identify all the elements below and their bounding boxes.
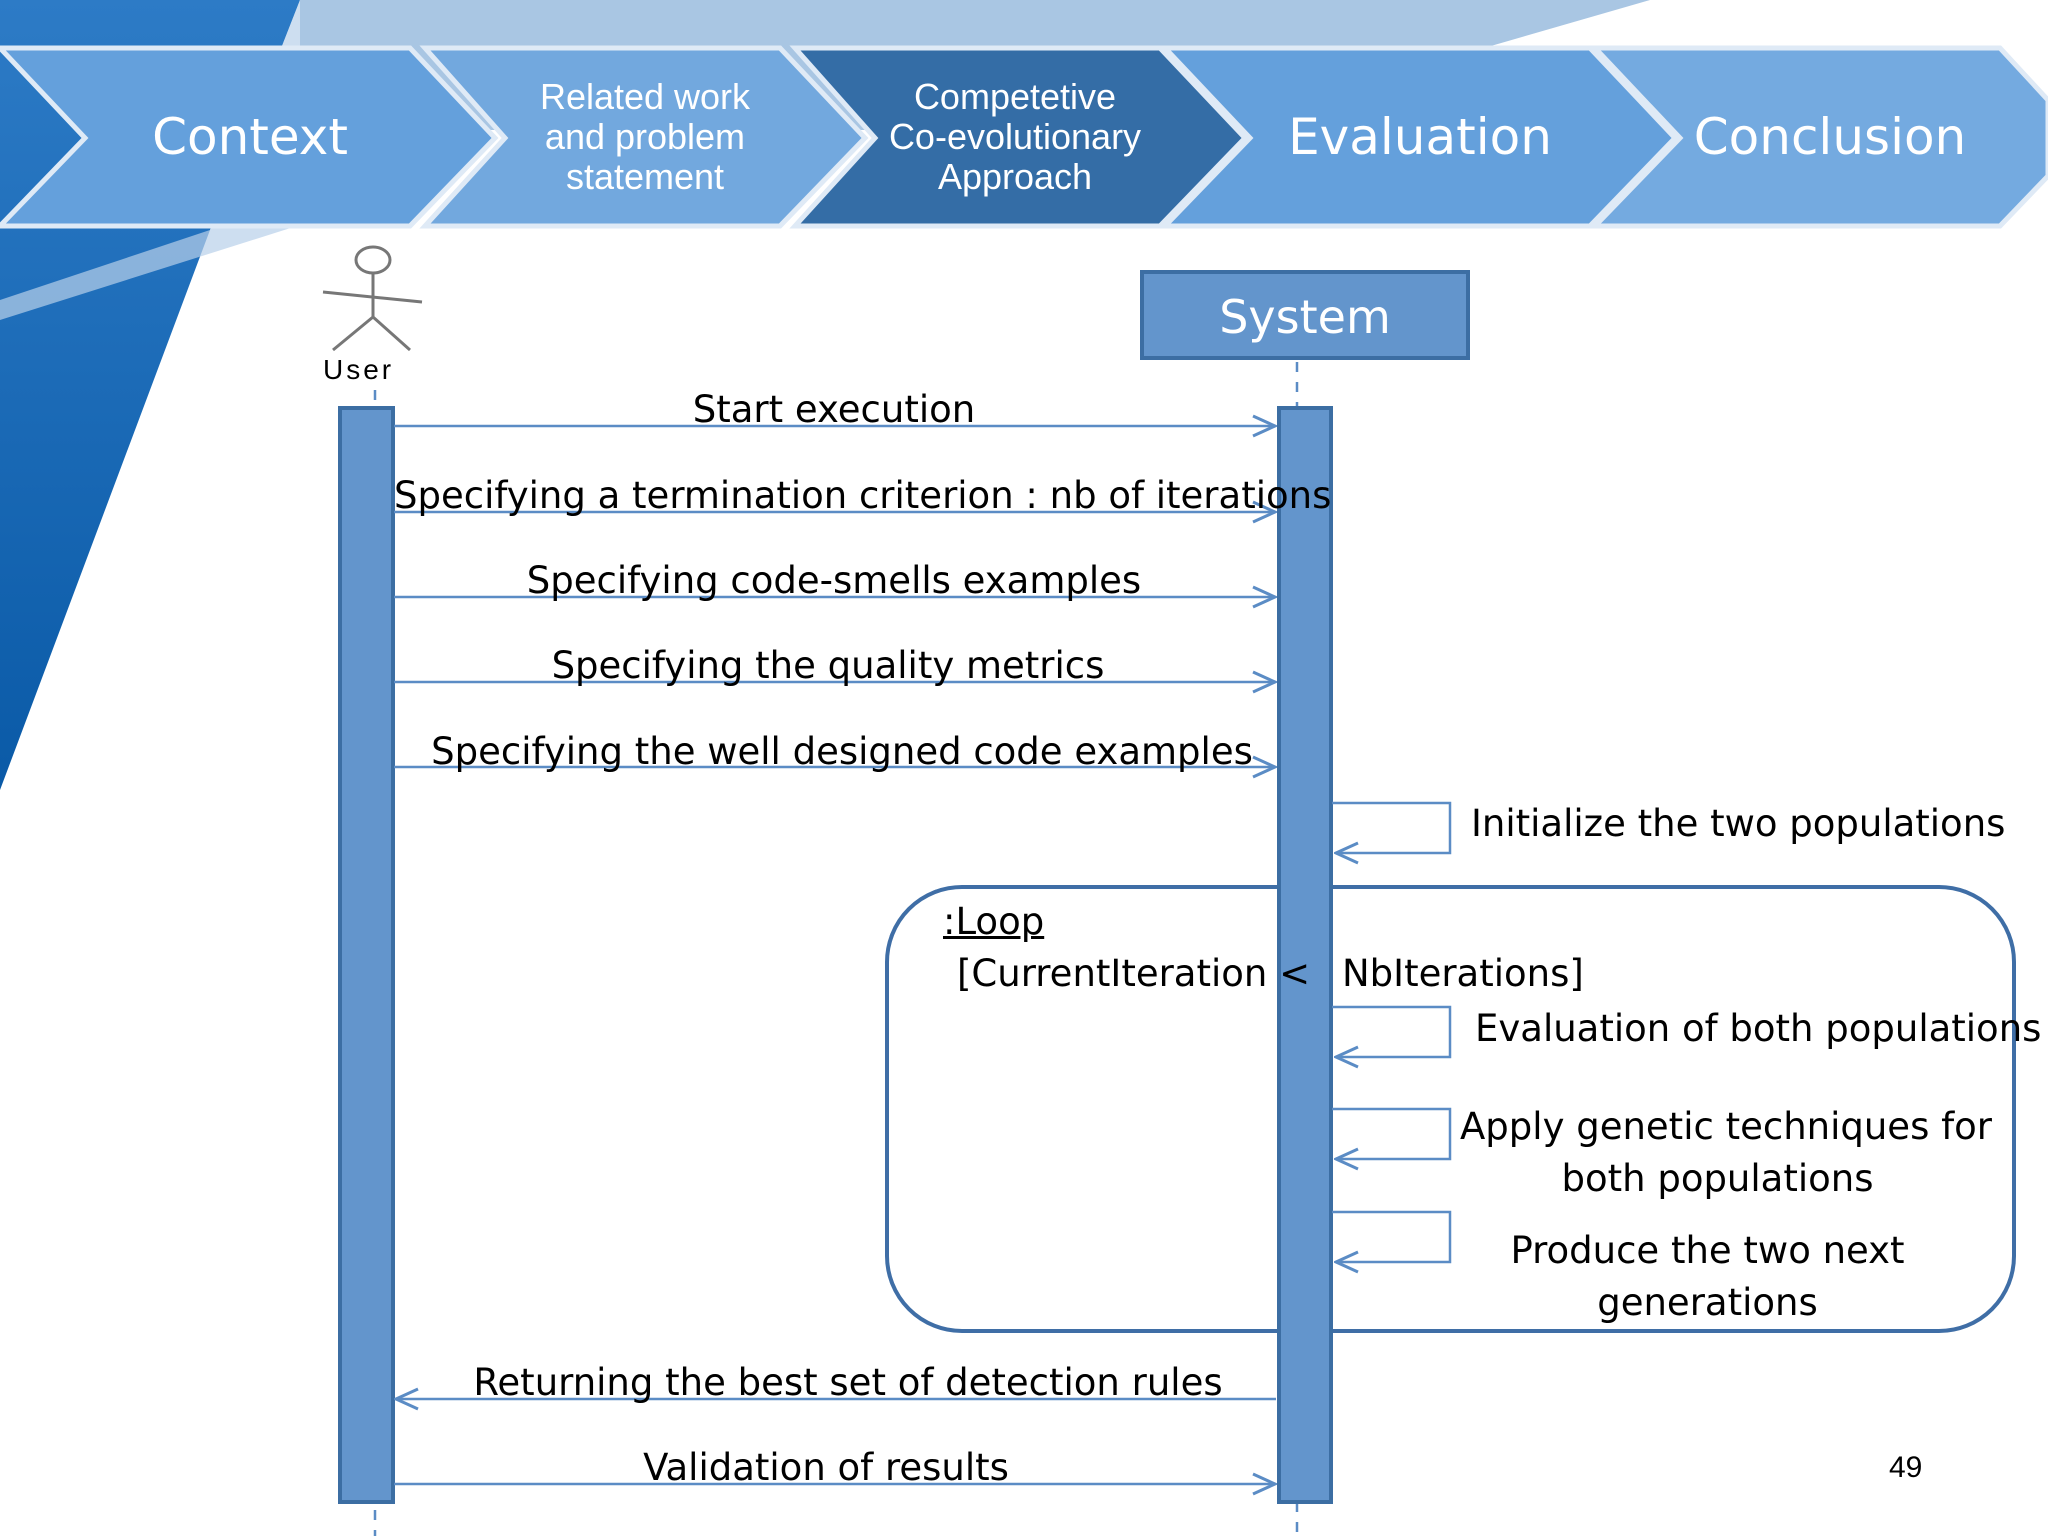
- nav-step-conclusion-label: Conclusion: [1693, 108, 1967, 166]
- message-label-validation: Validation of results: [643, 1446, 1009, 1489]
- nav-steps: [0, 45, 2048, 229]
- message-label-returning: Returning the best set of detection rule…: [473, 1361, 1223, 1404]
- system-box: [1140, 270, 1470, 360]
- self-call-initialize: [1332, 801, 1452, 853]
- message-label-quality-metrics: Specifying the quality metrics: [551, 644, 1105, 687]
- loop-guard-left: [CurrentIteration <: [957, 952, 1311, 995]
- page-number: 49: [1889, 1451, 1923, 1484]
- self-call-label-produce-line1: Produce the two next: [1510, 1229, 1905, 1272]
- self-call-evaluation: [1332, 1005, 1452, 1057]
- nav-step-context[interactable]: [0, 45, 499, 229]
- message-label-code-smells: Specifying code-smells examples: [526, 559, 1142, 602]
- self-call-label-produce-line2: generations: [1597, 1281, 1818, 1324]
- self-call-label-genetic-line2: both populations: [1561, 1157, 1874, 1200]
- message-label-termination: Specifying a termination criterion : nb …: [394, 474, 1332, 517]
- self-call-label-initialize: Initialize the two populations: [1471, 802, 2006, 845]
- system-activation-bar: [1277, 406, 1333, 1504]
- nav-step-related-work[interactable]: [419, 45, 869, 229]
- loop-guard-right: NbIterations]: [1342, 952, 1584, 995]
- nav-step-evaluation-label: Evaluation: [1288, 108, 1552, 166]
- self-call-label-evaluation: Evaluation of both populations: [1475, 1007, 2042, 1050]
- system-label: System: [1219, 290, 1391, 344]
- user-activation-bar: [338, 406, 395, 1504]
- left-accent-wedge-light: [0, 0, 300, 320]
- nav-step-evaluation[interactable]: [1159, 45, 1679, 229]
- self-call-produce: [1332, 1210, 1452, 1262]
- user-actor-label: User: [323, 354, 395, 385]
- nav-step-conclusion[interactable]: [1589, 45, 2048, 229]
- message-label-start-execution: Start execution: [692, 388, 976, 431]
- nav-step-approach[interactable]: [789, 45, 1249, 229]
- nav-step-approach-label: Competetive Co-evolutionary Approach: [888, 76, 1142, 197]
- loop-title: :Loop: [943, 900, 1045, 943]
- nav-step-related-work-label: Related work and problem statement: [539, 76, 751, 197]
- message-label-well-designed: Specifying the well designed code exampl…: [431, 730, 1253, 773]
- user-actor-icon: [322, 245, 423, 352]
- self-call-label-genetic-line1: Apply genetic techniques for: [1460, 1105, 1992, 1148]
- nav-step-context-label: Context: [152, 108, 348, 166]
- self-call-genetic: [1332, 1107, 1452, 1159]
